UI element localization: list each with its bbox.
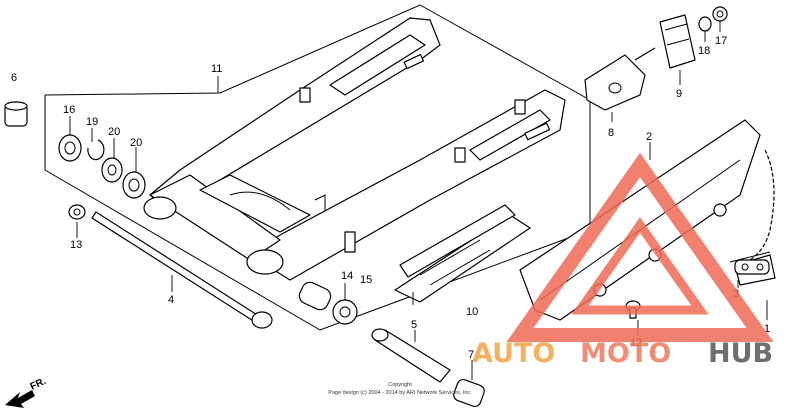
swingarm[interactable] <box>143 17 566 281</box>
callout-8: 8 <box>608 127 614 139</box>
watermark-logo-icon <box>506 152 774 342</box>
callout-17: 17 <box>715 35 727 47</box>
swingarm-assembly-frame <box>44 4 591 331</box>
chain-adjuster-part-8[interactable] <box>584 47 656 111</box>
bearing-part-16[interactable] <box>58 134 82 162</box>
collar-part-5[interactable] <box>371 328 451 383</box>
callout-6: 6 <box>11 72 17 84</box>
collar-part-6[interactable] <box>4 101 28 127</box>
callout-1: 1 <box>764 323 770 335</box>
adjuster-plate-part-9[interactable] <box>659 14 696 69</box>
nut-part-17[interactable] <box>712 6 728 22</box>
circlip-part-19[interactable] <box>87 139 105 161</box>
watermark: AUTO MOTO HUB <box>472 152 774 369</box>
watermark-text-moto: MOTO <box>580 338 671 369</box>
callout-16: 16 <box>63 104 75 116</box>
bearing-part-20-a[interactable] <box>101 157 123 183</box>
callout-5: 5 <box>411 319 417 331</box>
nut-part-13[interactable] <box>68 204 86 220</box>
bushing-part-14[interactable] <box>297 280 333 313</box>
callout-13: 13 <box>70 239 82 251</box>
front-arrow-icon <box>5 390 35 408</box>
copyright-notice: Copyright Page design (c) 2004 - 2014 by… <box>328 382 472 396</box>
callout-4: 4 <box>168 294 174 306</box>
chain-slider-part-10[interactable] <box>394 204 531 303</box>
copyright-line-1: Copyright <box>388 382 412 388</box>
copyright-line-2: Page design (c) 2004 - 2014 by ARI Netwo… <box>328 390 472 396</box>
seal-part-15[interactable] <box>332 299 358 325</box>
bushing-part-7[interactable] <box>452 378 486 408</box>
callout-19: 19 <box>86 116 98 128</box>
watermark-text-hub: HUB <box>708 338 773 369</box>
callout-20-b: 20 <box>130 137 142 149</box>
chain-joint-part-3[interactable] <box>734 259 770 275</box>
callout-20-a: 20 <box>108 126 120 138</box>
washer-part-18[interactable] <box>698 16 712 32</box>
pivot-bolt-part-4[interactable] <box>91 211 273 329</box>
callout-2: 2 <box>646 131 652 143</box>
front-label: FR. <box>29 376 48 393</box>
bearing-part-20-b[interactable] <box>122 171 146 199</box>
callout-9: 9 <box>676 88 682 100</box>
callout-10: 10 <box>466 306 478 318</box>
callout-7: 7 <box>468 349 474 361</box>
callout-14: 14 <box>341 270 353 282</box>
callout-18: 18 <box>698 45 710 57</box>
watermark-text-auto: AUTO <box>472 338 555 369</box>
callout-11: 11 <box>211 63 222 75</box>
front-direction-indicator: FR. <box>5 376 48 408</box>
callout-15: 15 <box>360 274 372 286</box>
